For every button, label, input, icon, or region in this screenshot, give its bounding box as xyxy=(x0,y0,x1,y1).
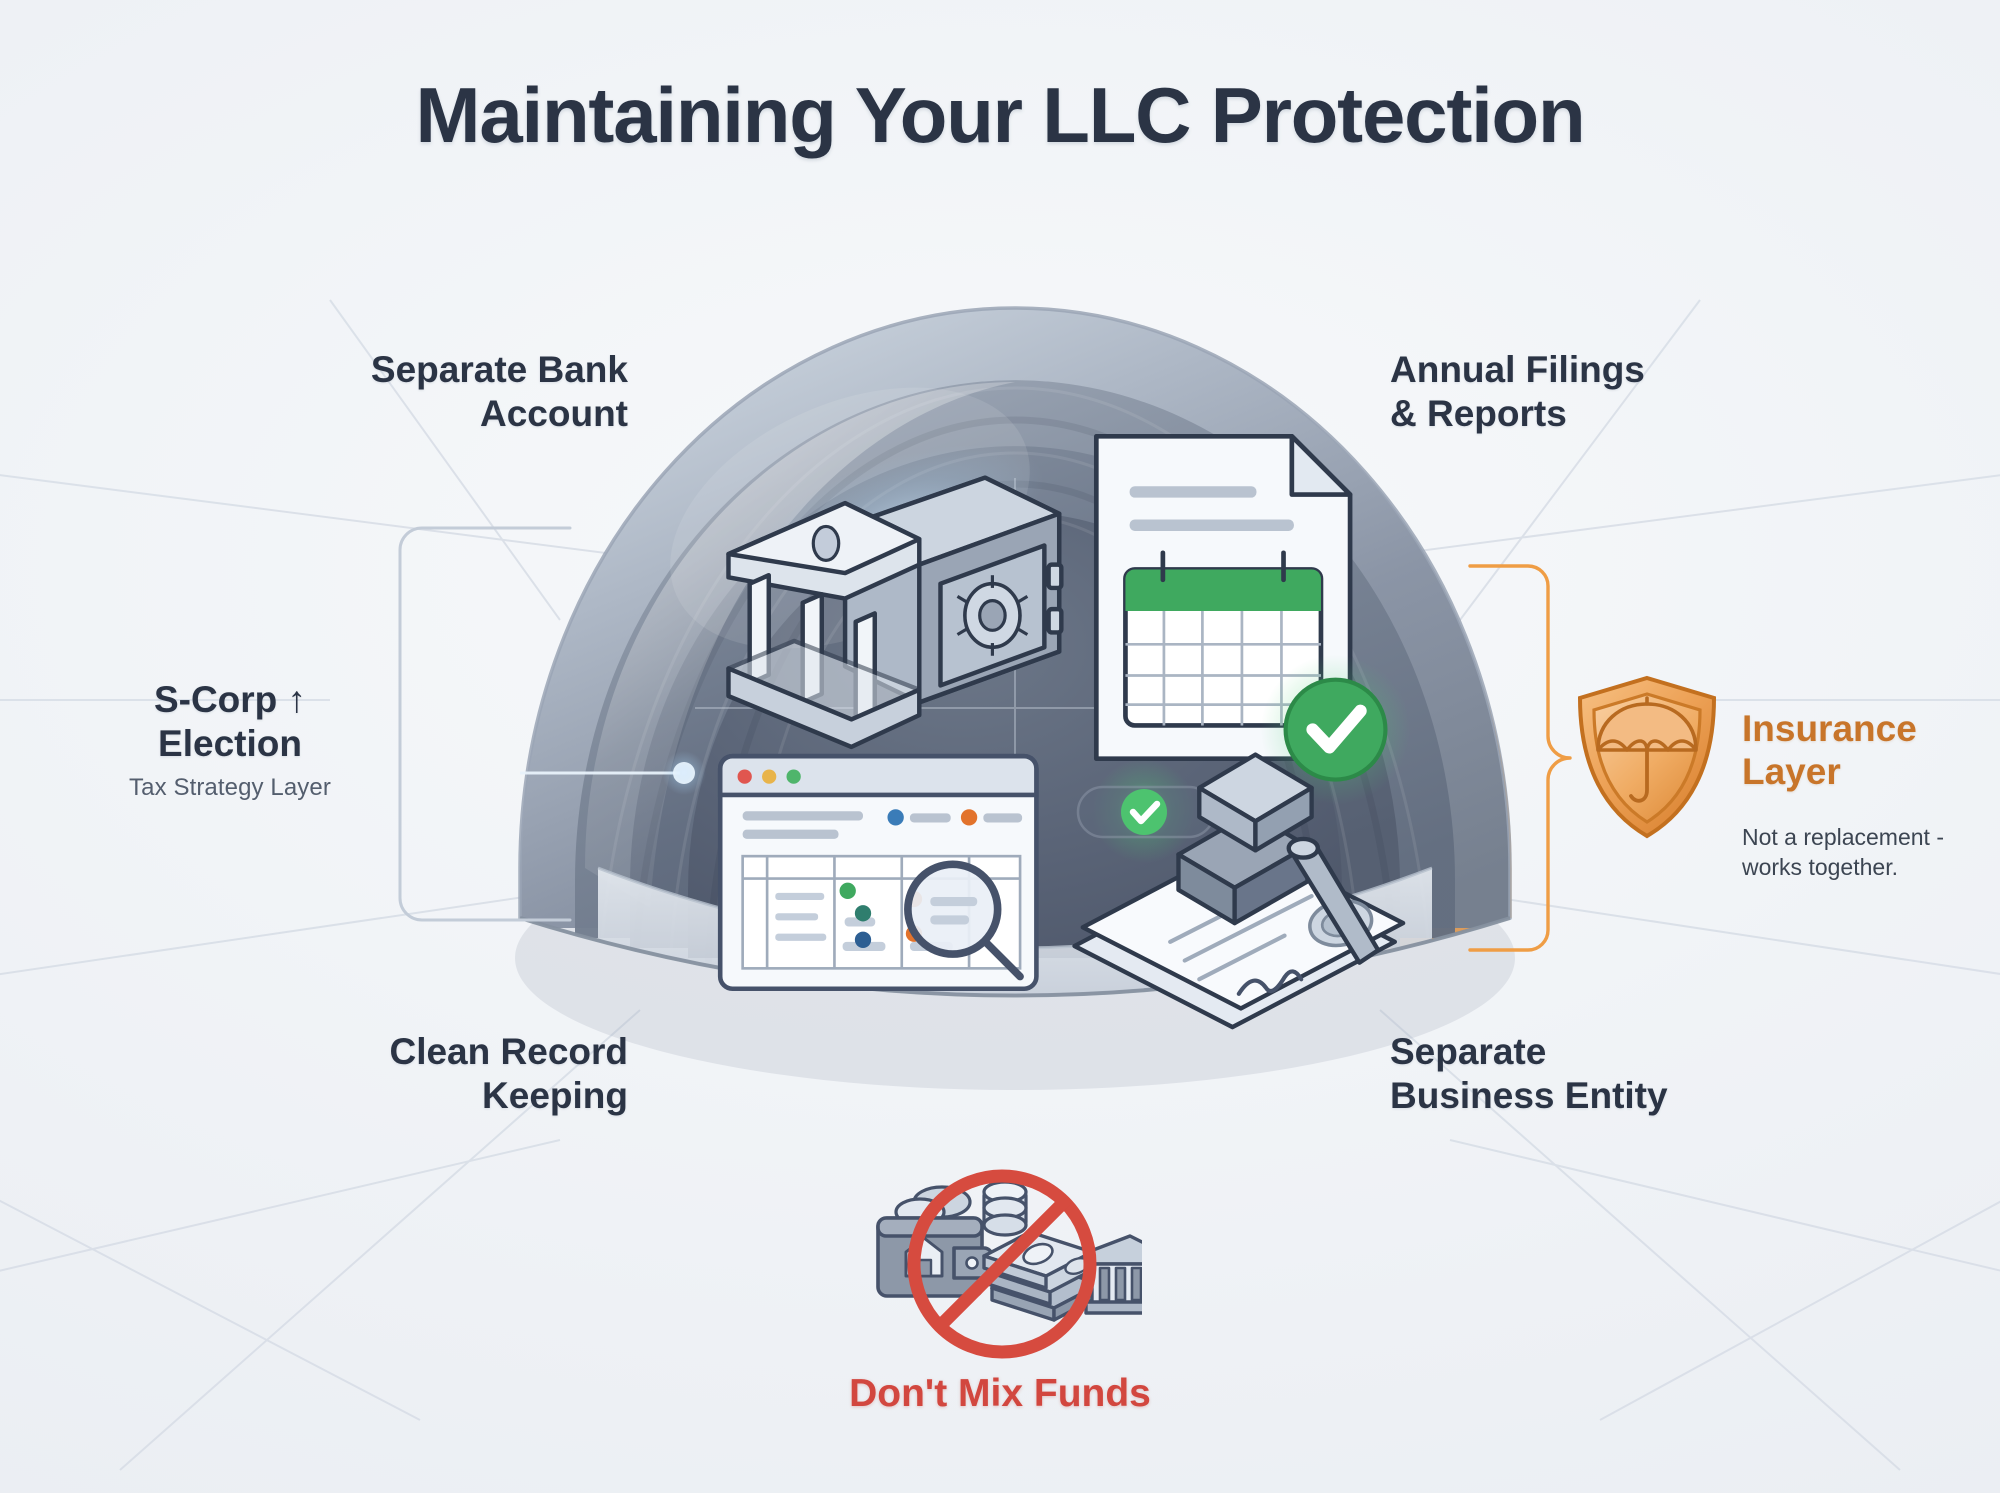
label-separate-bank-account: Separate Bank Account xyxy=(370,349,628,434)
scorp-election-title: S-Corp ↑ Election xyxy=(153,679,307,764)
records-table-icon xyxy=(717,753,1039,992)
scorp-election-callout: S-Corp ↑ Election Tax Strategy Layer xyxy=(60,678,400,802)
label-clean-record-keeping: Clean Record Keeping xyxy=(389,1031,628,1116)
page-title: Maintaining Your LLC Protection xyxy=(415,71,1586,159)
calendar-filing-icon xyxy=(1093,433,1411,805)
insurance-layer-callout: Insurance Layer Not a replacement - work… xyxy=(1742,708,1992,883)
label-separate-business-entity: Separate Business Entity xyxy=(1390,1031,1668,1116)
verified-toggle-pill xyxy=(1076,759,1216,863)
label-annual-filings-reports: Annual Filings & Reports xyxy=(1390,349,1645,434)
insurance-layer-subtitle: Not a replacement - works together. xyxy=(1742,823,1944,881)
protection-dome xyxy=(480,268,1550,1158)
bank-vault-icon xyxy=(726,475,1064,750)
scorp-election-subtitle: Tax Strategy Layer xyxy=(129,774,331,802)
prohibition-circle xyxy=(907,1169,1097,1359)
gavel-document-icon xyxy=(1072,752,1406,1030)
insurance-layer-title: Insurance Layer xyxy=(1742,708,1917,792)
no-mixing-funds-icon xyxy=(862,1168,1162,1368)
dont-mix-funds-label: Don't Mix Funds xyxy=(849,1372,1151,1415)
shield-umbrella-icon xyxy=(1572,672,1722,842)
